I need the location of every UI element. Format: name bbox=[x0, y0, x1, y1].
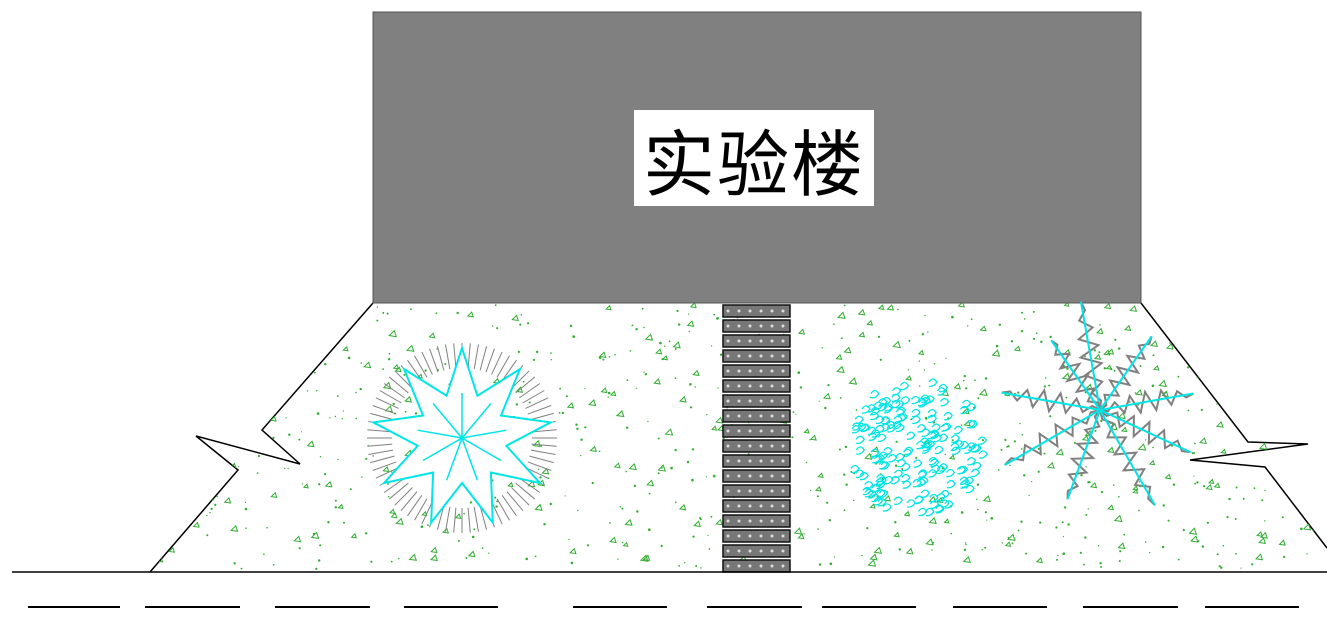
path-step bbox=[722, 379, 791, 393]
palm-frond bbox=[1099, 388, 1195, 416]
path-step bbox=[722, 304, 791, 318]
path-step bbox=[722, 484, 791, 498]
path-step bbox=[722, 439, 791, 453]
star-tree-icon bbox=[367, 343, 557, 533]
round-shrub-icon bbox=[850, 378, 988, 517]
palm-frond bbox=[1099, 409, 1191, 454]
palm-frond-rib bbox=[1099, 409, 1156, 506]
palm-frond-rib bbox=[1099, 409, 1192, 454]
palm-frond bbox=[1001, 387, 1101, 415]
path-step bbox=[722, 364, 791, 378]
palm-frond bbox=[1050, 339, 1101, 411]
palm-frond-rib bbox=[1079, 301, 1101, 411]
palm-tree-icon bbox=[1001, 301, 1195, 507]
path-step bbox=[722, 544, 791, 558]
path-step bbox=[722, 394, 791, 408]
lawn-boundary-right bbox=[1140, 302, 1327, 549]
palm-frond bbox=[1099, 336, 1153, 411]
building-label: 实验楼 bbox=[634, 110, 874, 207]
stepping-path bbox=[722, 304, 791, 573]
palm-frond bbox=[1003, 409, 1101, 466]
path-step bbox=[722, 424, 791, 438]
palm-frond-rib bbox=[1001, 391, 1101, 411]
palm-frond-rib bbox=[1099, 335, 1153, 411]
palm-frond bbox=[1066, 409, 1101, 500]
path-step bbox=[722, 559, 791, 573]
path-step bbox=[722, 499, 791, 513]
palm-frond-rib bbox=[1066, 409, 1101, 500]
lawn-boundary bbox=[149, 302, 374, 573]
path-step bbox=[722, 454, 791, 468]
palm-frond-rib bbox=[1099, 392, 1194, 411]
path-step bbox=[722, 514, 791, 528]
path-step bbox=[722, 529, 791, 543]
path-step bbox=[722, 334, 791, 348]
path-step bbox=[722, 409, 791, 423]
palm-frond bbox=[1099, 409, 1156, 507]
palm-frond-rib bbox=[1004, 409, 1101, 466]
palm-frond-rib bbox=[1050, 339, 1101, 411]
path-step bbox=[722, 469, 791, 483]
path-step bbox=[722, 319, 791, 333]
path-step bbox=[722, 349, 791, 363]
